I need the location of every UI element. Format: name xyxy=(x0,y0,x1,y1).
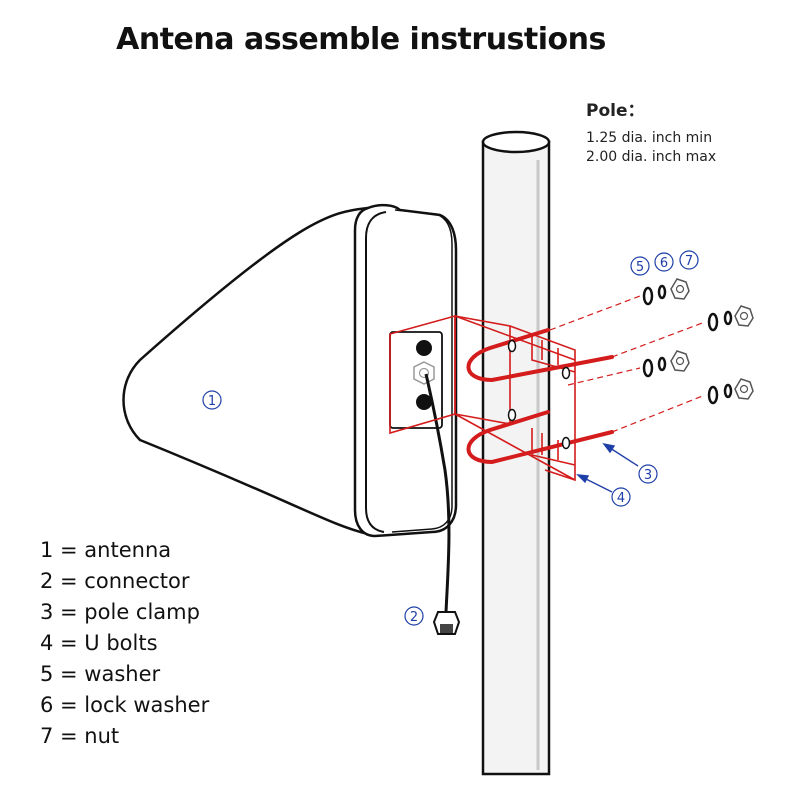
pole-spec: Pole： 1.25 dia. inch min 2.00 dia. inch … xyxy=(586,96,716,167)
pole-clamp xyxy=(389,314,576,482)
legend-item-pole-clamp: 3 = pole clamp xyxy=(40,600,200,624)
legend-item-washer: 5 = washer xyxy=(40,662,161,686)
legend-item-antenna: 1 = antenna xyxy=(40,538,172,562)
alignment-lines xyxy=(549,295,706,433)
pole-spec-min: 1.25 dia. inch min xyxy=(586,130,713,146)
hardware-set-1 xyxy=(642,278,690,306)
callout-6: 6 xyxy=(654,252,674,272)
svg-text:7: 7 xyxy=(685,254,693,269)
hardware-set-4 xyxy=(707,378,754,405)
svg-text:1: 1 xyxy=(208,394,216,409)
u-bolts xyxy=(466,328,614,465)
hardware-set-2 xyxy=(707,305,754,332)
svg-text:4: 4 xyxy=(617,491,625,506)
legend-item-nut: 7 = nut xyxy=(40,724,120,748)
svg-text:6: 6 xyxy=(660,256,668,271)
callout-2: 2 xyxy=(404,606,424,626)
callout-5: 5 xyxy=(630,256,650,276)
callout-3: 3 xyxy=(638,464,658,484)
connector xyxy=(424,373,461,635)
antenna xyxy=(122,203,458,538)
callout-arrows xyxy=(576,442,639,493)
clamp-holes xyxy=(507,339,571,450)
pole xyxy=(481,130,551,776)
legend-item-connector: 2 = connector xyxy=(40,569,190,593)
legend-item-lock-washer: 6 = lock washer xyxy=(40,693,210,717)
svg-text:3: 3 xyxy=(644,468,652,483)
hardware-set-3 xyxy=(642,350,690,378)
legend-item-u-bolts: 4 = U bolts xyxy=(40,631,158,655)
svg-text:5: 5 xyxy=(636,260,644,275)
callout-4: 4 xyxy=(611,487,631,507)
callout-1: 1 xyxy=(202,390,222,410)
parts-legend: 1 = antenna 2 = connector 3 = pole clamp… xyxy=(40,535,209,752)
svg-text:2: 2 xyxy=(410,610,418,625)
pole-spec-max: 2.00 dia. inch max xyxy=(586,149,717,165)
pole-spec-heading: Pole： xyxy=(586,101,645,121)
callout-7: 7 xyxy=(679,250,699,270)
page-title: Antena assemble instrustions xyxy=(116,22,606,57)
